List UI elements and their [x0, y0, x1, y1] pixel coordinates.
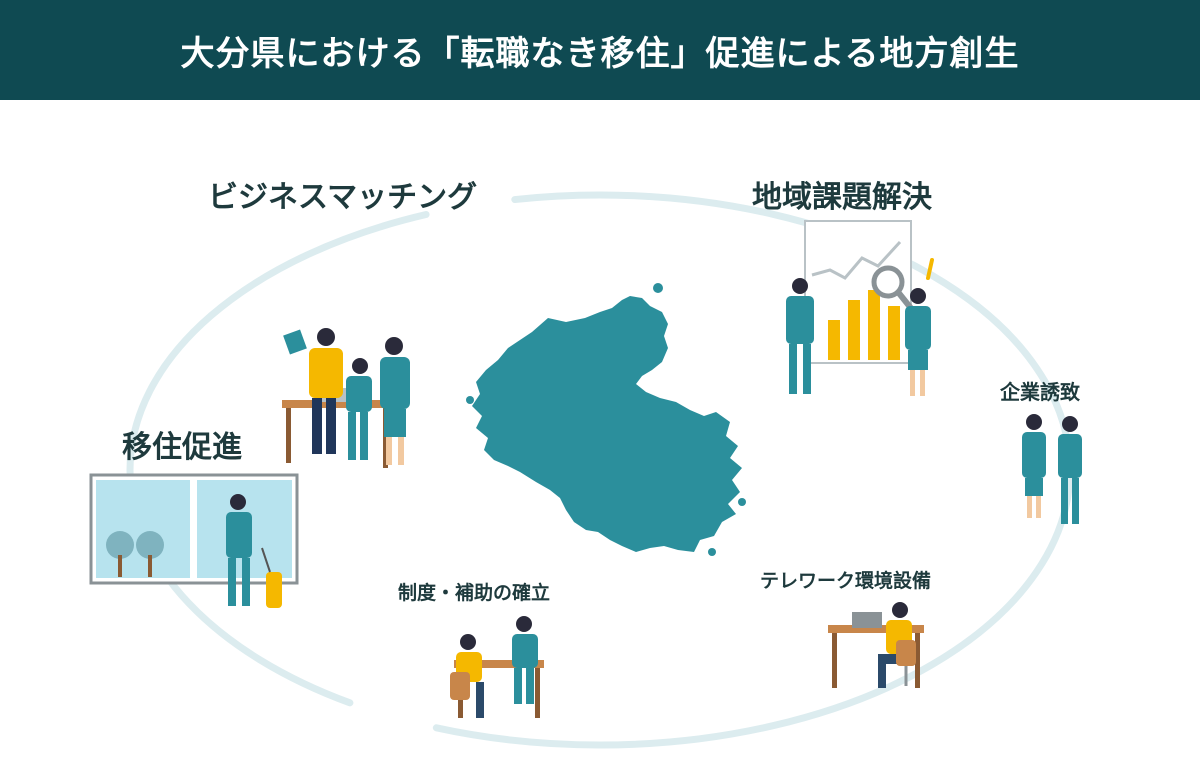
diagram-graphics	[89, 191, 1082, 749]
migration-illustration	[89, 473, 299, 608]
page-title: 大分県における「転職なき移住」促進による地方創生	[180, 33, 1020, 74]
label-business-matching: ビジネスマッチング	[208, 180, 478, 215]
telework-illustration	[828, 602, 924, 688]
diagram-canvas: ビジネスマッチング 地域課題解決 企業誘致 移住促進 テレワーク環境設備 制度・…	[0, 100, 1200, 770]
label-regional-issues: 地域課題解決	[752, 180, 932, 215]
corporate-attraction-illustration	[1022, 414, 1082, 524]
subsidy-illustration	[450, 616, 544, 718]
label-corporate-attraction: 企業誘致	[1000, 380, 1080, 404]
label-migration-promotion: 移住促進	[122, 430, 242, 465]
label-subsidy: 制度・補助の確立	[398, 582, 551, 604]
business-matching-illustration	[282, 328, 410, 468]
oita-map	[472, 296, 742, 552]
regional-issues-illustration	[786, 220, 934, 396]
header-banner: 大分県における「転職なき移住」促進による地方創生	[0, 0, 1200, 100]
label-telework: テレワーク環境設備	[760, 570, 932, 592]
